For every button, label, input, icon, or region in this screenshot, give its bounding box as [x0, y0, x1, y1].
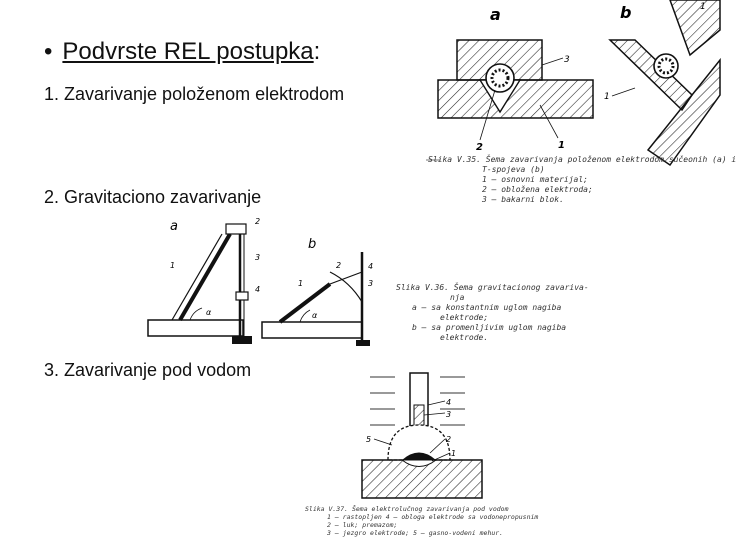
base-plate-b2 — [261, 321, 363, 339]
fig2-num-3a: 3 — [255, 253, 260, 262]
title-suffix: : — [313, 38, 321, 65]
figure-underwater-welding: 4 3 5 2 1 — [361, 372, 483, 499]
fig1-num-1a: 1 — [558, 140, 565, 151]
fig1-num-1c: 1 — [604, 92, 610, 102]
fig2-num-2b: 2 — [336, 261, 341, 270]
fig2-num-2a: 2 — [255, 217, 260, 226]
fig2-num-3b: 3 — [368, 279, 373, 288]
fig2-num-4a: 4 — [255, 285, 260, 294]
slide-title: • Podvrste REL postupka: — [44, 38, 320, 66]
fig2-caption-line: nja — [450, 293, 465, 302]
fig2-caption-line: elektrode. — [440, 333, 489, 342]
fig2-alpha-a: α — [206, 308, 212, 317]
title-bullet: • — [44, 38, 53, 65]
fig3-caption-line: 2 — luk; premazom; — [327, 521, 398, 529]
fig2-num-1b: 1 — [298, 279, 303, 288]
fig1-num-2: 2 — [476, 142, 483, 153]
holder-a — [225, 223, 247, 235]
figure-gravity-welding: a α 2 3 1 4 b α 2 4 3 1 — [147, 217, 373, 346]
electrode-b2 — [278, 282, 332, 324]
fig3-caption-line: 3 — jezgro elektrode; 5 — gasno-vodeni m… — [327, 529, 504, 537]
base-plate-b-left — [608, 39, 693, 112]
fig1-caption-line: 3 — bakarni blok. — [482, 195, 564, 204]
electrode-a2 — [178, 232, 232, 322]
fig3-num-2: 2 — [446, 435, 451, 444]
item-laid-electrode: 1. Zavarivanje položenom elektrodom — [44, 84, 345, 104]
fig2-caption-line: a — sa konstantnim uglom nagiba — [412, 303, 562, 312]
fig1-label-b: b — [620, 3, 631, 22]
fig3-num-5: 5 — [366, 435, 371, 444]
water-lines — [370, 376, 465, 426]
fig3-num-3: 3 — [446, 410, 451, 419]
title-link[interactable]: Podvrste REL postupka — [62, 38, 314, 65]
clamp-a — [235, 291, 249, 301]
fig2-caption-line: Slika V.36. Šema gravitacionog zavariva- — [396, 283, 589, 292]
copper-block-b — [669, 0, 721, 57]
fig1-caption: Slika V.35. Šema zavarivanja položenom e… — [428, 155, 736, 205]
fig1-caption-line: T-spojeva (b) — [482, 165, 545, 174]
item-underwater-welding: 3. Zavarivanje pod vodom — [44, 360, 252, 380]
gas-bubble — [387, 424, 451, 461]
fig2-num-1a: 1 — [170, 261, 175, 270]
fig3-caption-line: 1 — rastopljen 4 — obloga elektrode sa v… — [327, 513, 539, 521]
fig1-caption-line: Slika V.35. Šema zavarivanja položenom e… — [428, 155, 736, 164]
fig1-caption-line: 1 — osnovni materijal; — [482, 175, 588, 184]
fig3-caption: Slika V.37. Šema elektrolučnog zavarivan… — [305, 505, 538, 537]
electrode-core-b — [657, 57, 675, 75]
base-plate-b-right — [646, 57, 721, 167]
weld-pool — [400, 459, 438, 467]
fig2-label-a: a — [170, 219, 178, 234]
base-plate-a2 — [147, 319, 244, 337]
fig2-label-b: b — [308, 237, 316, 252]
fig2-num-4b: 4 — [368, 262, 373, 271]
fig3-caption-line: Slika V.37. Šema elektrolučnog zavarivan… — [305, 505, 509, 513]
fig1-caption-line: 2 — obložena elektroda; — [482, 185, 593, 194]
figure-laid-electrode: a 3 2 1 b 1 1 — [426, 0, 721, 167]
fig1-label-a: a — [490, 5, 501, 24]
fig1-num-1b: 1 — [700, 2, 706, 12]
electrode-core-a — [490, 68, 510, 88]
fig2-caption: Slika V.36. Šema gravitacionog zavariva-… — [396, 283, 589, 343]
fig2-caption-line: b — sa promenljivim uglom nagiba — [412, 323, 567, 332]
arc — [402, 452, 436, 460]
item-gravity-welding: 2. Gravitaciono zavarivanje — [44, 187, 262, 207]
fig2-caption-line: elektrode; — [440, 313, 489, 322]
pivot-arc-b — [329, 271, 363, 303]
fig2-alpha-b: α — [312, 311, 318, 320]
electrode-section-a — [485, 63, 515, 93]
fig3-num-4: 4 — [446, 398, 451, 407]
fig1-num-3: 3 — [564, 55, 570, 65]
fig3-num-1: 1 — [451, 449, 456, 458]
